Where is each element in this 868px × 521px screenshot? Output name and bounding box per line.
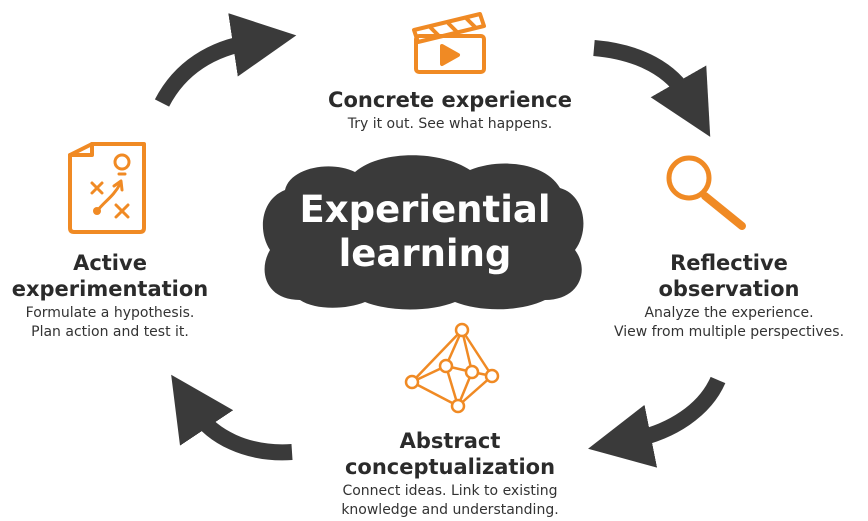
center-title: Experiential learning: [270, 188, 580, 276]
arrow-reflective-to-abstract: [588, 376, 726, 468]
network-icon: [404, 322, 500, 414]
stage-description-line1: Connect ideas. Link to existing: [342, 483, 558, 499]
arrow-concrete-to-reflective: [593, 40, 711, 137]
stage-reflective-observation: Reflective observation Analyze the exper…: [590, 250, 868, 342]
stage-title-line2: conceptualization: [344, 455, 556, 479]
center-title-line2: learning: [338, 232, 512, 275]
clapperboard-icon: [412, 12, 486, 74]
stage-description-line1: Analyze the experience.: [644, 305, 814, 321]
stage-title-line2: observation: [658, 277, 800, 301]
stage-title-line2: experimentation: [11, 277, 209, 301]
stage-active-experimentation: Active experimentation Formulate a hypot…: [0, 250, 220, 342]
strategy-document-icon: [68, 142, 146, 234]
stage-description-line2: Plan action and test it.: [31, 324, 189, 340]
arrow-active-to-concrete: [154, 13, 297, 107]
stage-description-line2: View from multiple perspectives.: [613, 324, 845, 340]
stage-title: Concrete experience: [328, 88, 572, 112]
stage-description-line2: knowledge and understanding.: [341, 502, 559, 518]
center-title-line1: Experiential: [299, 188, 551, 231]
stage-description: Try it out. See what happens.: [347, 116, 553, 132]
stage-description-line1: Formulate a hypothesis.: [25, 305, 195, 321]
stage-title-line1: Active: [73, 251, 147, 275]
stage-title-line1: Abstract: [399, 429, 501, 453]
stage-concrete-experience: Concrete experience Try it out. See what…: [270, 87, 630, 134]
arrow-abstract-to-active: [171, 374, 293, 461]
stage-title-line1: Reflective: [670, 251, 788, 275]
stage-abstract-conceptualization: Abstract conceptualization Connect ideas…: [290, 428, 610, 520]
magnifier-icon: [666, 155, 746, 230]
center-cloud-shape: [262, 155, 584, 310]
